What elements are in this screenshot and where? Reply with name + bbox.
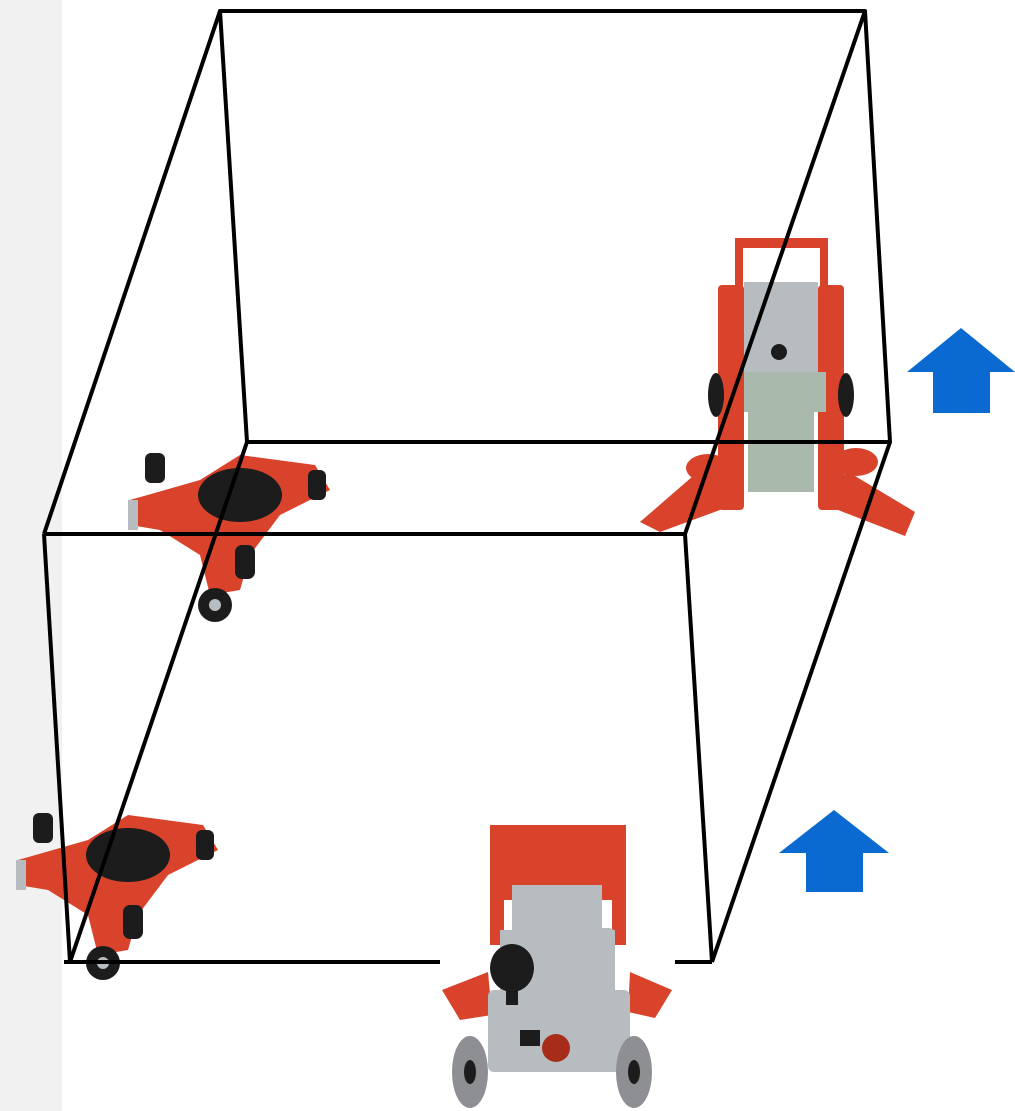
skate-upper-left bbox=[128, 453, 330, 622]
wheeled-jack-icon bbox=[442, 825, 672, 1108]
box-edge bbox=[683, 533, 714, 963]
toe-jack-icon bbox=[640, 238, 915, 536]
lifting-jack-bottom bbox=[442, 825, 672, 1108]
three-wheel-skate-icon bbox=[16, 813, 218, 980]
arrow-up-icon bbox=[907, 328, 1015, 413]
left-margin-strip bbox=[0, 0, 62, 1111]
lifting-jack-upper-right bbox=[640, 238, 915, 536]
load-box-wireframe bbox=[42, 9, 892, 964]
arrow-up-lower bbox=[779, 810, 889, 892]
box-edge bbox=[683, 10, 867, 535]
arrow-up-upper bbox=[907, 328, 1015, 413]
three-wheel-skate-icon bbox=[128, 453, 330, 622]
box-edge bbox=[68, 441, 249, 963]
box-edge bbox=[710, 441, 892, 963]
box-edge bbox=[42, 533, 72, 963]
skate-lower-left bbox=[16, 813, 218, 980]
box-edge bbox=[42, 10, 222, 535]
arrow-up-icon bbox=[779, 810, 889, 892]
